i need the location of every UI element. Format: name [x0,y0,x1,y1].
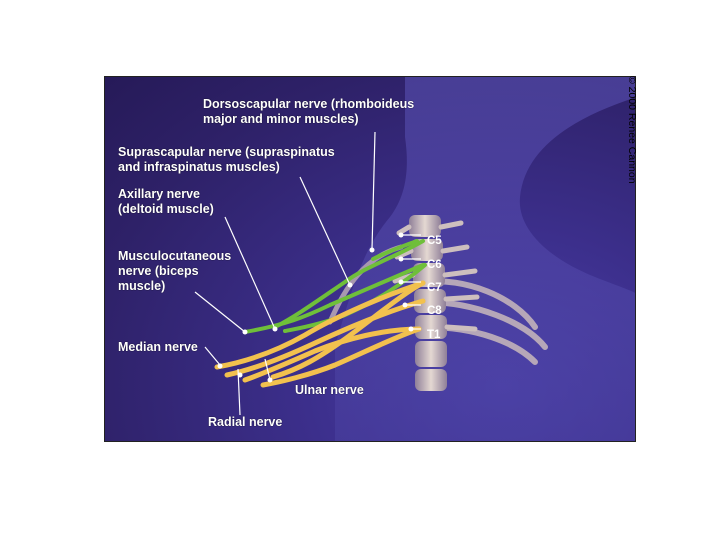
brachial-plexus-illustration: Dorsoscapular nerve (rhomboideus major a… [104,76,636,442]
vertebra-label-t1: T1 [427,329,440,341]
label-ulnar-nerve: Ulnar nerve [295,383,364,398]
label-suprascapular-nerve: Suprascapular nerve (supraspinatus and i… [118,145,335,175]
label-musculocutaneous-nerve: Musculocutaneous nerve (biceps muscle) [118,249,231,294]
copyright-text: © 2000 Renee Cannon [626,76,638,184]
vertebra-label-c5: C5 [427,235,442,247]
label-axillary-nerve: Axillary nerve (deltoid muscle) [118,187,214,217]
copyright-notice: © 2000 Renee Cannon [636,76,650,196]
vertebra-label-c7: C7 [427,282,442,294]
vertebra-label-c6: C6 [427,259,442,271]
label-radial-nerve: Radial nerve [208,415,282,430]
label-dorsoscapular-nerve: Dorsoscapular nerve (rhomboideus major a… [203,97,414,127]
vertebra-label-c8: C8 [427,305,442,317]
neck-shoulder-silhouette [335,77,636,442]
label-median-nerve: Median nerve [118,340,198,355]
